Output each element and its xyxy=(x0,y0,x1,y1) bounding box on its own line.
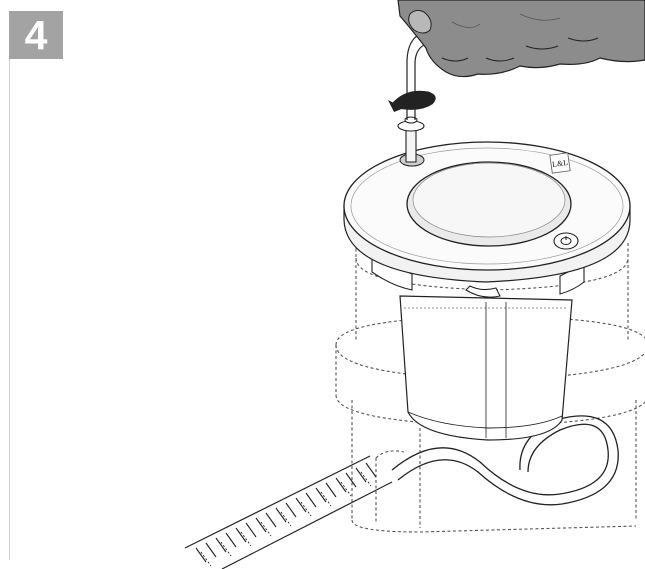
step-number-badge: 4 xyxy=(9,11,63,59)
hex-key-tool xyxy=(397,33,434,163)
gloved-hand xyxy=(397,0,645,78)
left-divider-line xyxy=(9,59,10,560)
brand-logo-plate: L&L xyxy=(549,152,571,174)
spotlight-lens xyxy=(406,161,572,247)
curved-arrow-icon xyxy=(388,90,436,112)
brand-logo-text: L&L xyxy=(552,158,569,169)
spotlight-inner-body xyxy=(399,295,573,441)
power-button-icon xyxy=(553,232,579,250)
flexible-conduit xyxy=(184,455,393,569)
